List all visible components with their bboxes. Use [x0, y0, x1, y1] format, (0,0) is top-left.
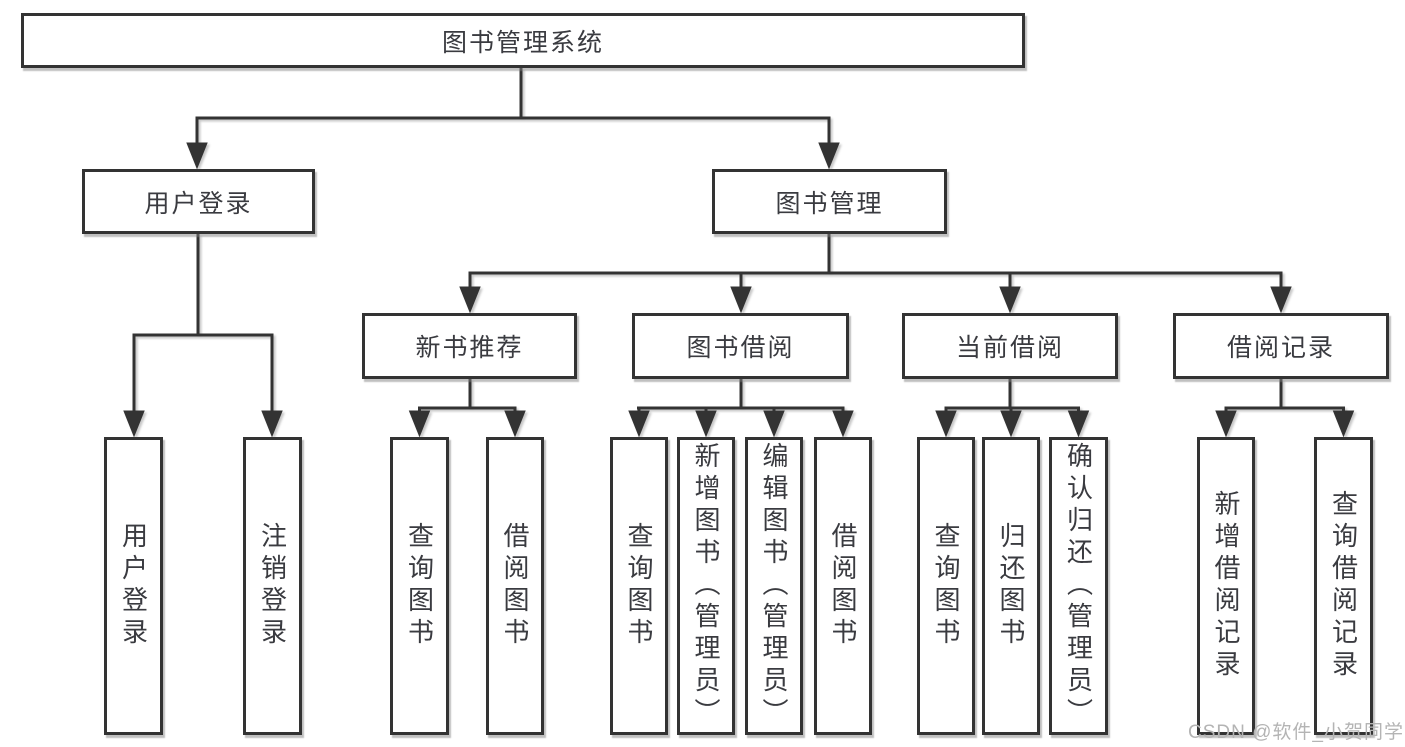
node-label: 注销登录	[257, 522, 288, 650]
node-label: 新增借阅记录	[1211, 490, 1241, 682]
node-leaf-logout: 注销登录	[243, 437, 302, 735]
arrowhead	[730, 286, 752, 314]
arrowhead	[999, 286, 1021, 314]
node-label: 新书推荐	[415, 334, 524, 362]
node-label: 编辑图书（管理员）	[759, 442, 789, 730]
arrowhead	[186, 142, 208, 170]
node-label: 用户登录	[118, 522, 149, 650]
node-book-borrow: 图书借阅	[632, 313, 849, 379]
node-leaf-confirm-return-admin: 确认归还（管理员）	[1049, 437, 1108, 735]
node-label: 查询借阅记录	[1328, 490, 1359, 682]
node-label: 借阅记录	[1226, 334, 1335, 362]
arrowhead	[935, 410, 957, 438]
arrowhead	[261, 410, 283, 438]
node-leaf-borrow-books: 借阅图书	[486, 437, 544, 735]
node-label: 图书借阅	[686, 334, 795, 362]
node-label: 查询图书	[931, 522, 961, 650]
node-label: 借阅图书	[500, 522, 530, 650]
arrowhead	[1270, 286, 1292, 314]
node-leaf-add-borrow-record: 新增借阅记录	[1197, 437, 1255, 735]
arrowhead	[695, 410, 717, 438]
arrowhead	[504, 410, 526, 438]
node-book-management: 图书管理	[712, 169, 947, 234]
node-leaf-query-books: 查询图书	[610, 437, 668, 735]
node-label: 查询图书	[404, 522, 435, 650]
arrowheads	[123, 142, 1355, 438]
csdn-watermark: CSDN @软件_小贺同学	[1188, 722, 1404, 743]
node-leaf-borrow-books: 借阅图书	[814, 437, 872, 735]
node-label: 当前借阅	[955, 334, 1064, 362]
node-label: 用户登录	[144, 189, 253, 218]
node-new-book-recommend: 新书推荐	[362, 313, 577, 379]
arrowhead	[818, 142, 840, 170]
arrowhead	[1332, 410, 1355, 438]
node-root: 图书管理系统	[21, 13, 1025, 68]
node-leaf-query-borrow-record: 查询借阅记录	[1314, 437, 1373, 735]
node-label: 借阅图书	[828, 522, 858, 650]
arrowhead	[1000, 410, 1022, 438]
node-borrow-records: 借阅记录	[1173, 313, 1389, 379]
node-leaf-add-books-admin: 新增图书（管理员）	[677, 437, 735, 735]
arrowhead	[123, 410, 145, 438]
node-user-login: 用户登录	[82, 169, 315, 234]
node-leaf-user-login: 用户登录	[104, 437, 163, 735]
node-leaf-edit-books-admin: 编辑图书（管理员）	[745, 437, 803, 735]
node-leaf-query-books: 查询图书	[917, 437, 975, 735]
node-label: 归还图书	[996, 522, 1026, 650]
arrowhead	[408, 410, 431, 438]
node-label: 查询图书	[624, 522, 654, 650]
arrowhead	[459, 286, 481, 314]
arrowhead	[763, 410, 785, 438]
node-leaf-return-books: 归还图书	[982, 437, 1040, 735]
arrowhead	[1215, 410, 1237, 438]
arrowhead	[628, 410, 650, 438]
node-leaf-query-books: 查询图书	[390, 437, 449, 735]
arrowhead	[1067, 410, 1090, 438]
node-root-label: 图书管理系统	[441, 28, 604, 57]
node-current-borrow: 当前借阅	[902, 313, 1118, 379]
arrowhead	[832, 410, 854, 438]
node-label: 确认归还（管理员）	[1063, 442, 1094, 730]
node-label: 新增图书（管理员）	[691, 442, 721, 730]
node-label: 图书管理	[775, 189, 884, 218]
